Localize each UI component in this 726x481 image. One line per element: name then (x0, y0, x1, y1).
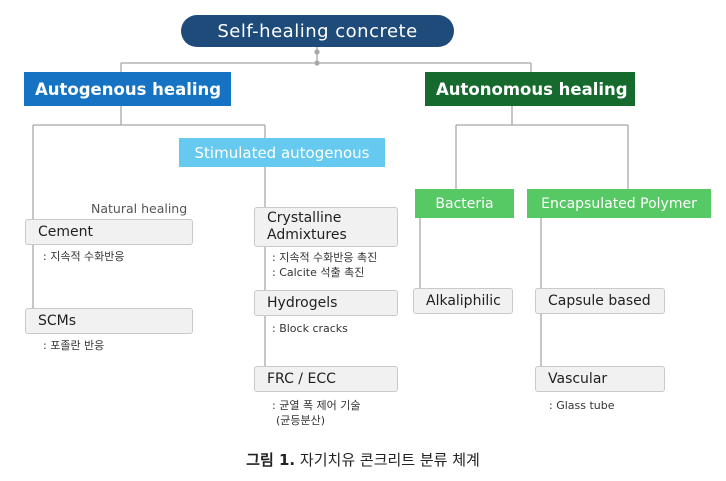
hydrogels-label: Hydrogels (267, 295, 338, 311)
frc-ecc-label: FRC / ECC (267, 371, 336, 387)
root-node: Self-healing concrete (181, 15, 454, 47)
scms-note: : 포졸란 반응 (43, 339, 105, 352)
capsule-based-label: Capsule based (548, 293, 651, 309)
vascular-label: Vascular (548, 371, 608, 387)
vascular-node: Vascular (535, 366, 665, 392)
autogenous-healing-label: Autogenous healing (35, 79, 222, 99)
autonomous-healing-label: Autonomous healing (436, 79, 628, 99)
root-label: Self-healing concrete (217, 20, 418, 42)
vascular-note: : Glass tube (549, 399, 615, 412)
frc-note-1: : 균열 폭 제어 기술 (272, 399, 361, 412)
caption-text: 자기치유 콘크리트 분류 체계 (299, 451, 480, 469)
encapsulated-polymer-label: Encapsulated Polymer (541, 195, 697, 212)
crystalline-label-line2: Admixtures (267, 227, 347, 243)
cement-node: Cement (25, 219, 193, 245)
alkaliphilic-label: Alkaliphilic (426, 293, 501, 309)
stimulated-autogenous-node: Stimulated autogenous (179, 138, 385, 167)
autogenous-healing-node: Autogenous healing (24, 72, 231, 106)
autonomous-healing-node: Autonomous healing (425, 72, 635, 106)
bacteria-node: Bacteria (415, 189, 514, 218)
frc-ecc-node: FRC / ECC (254, 366, 398, 392)
crystalline-label-line1: Crystalline (267, 210, 342, 226)
scms-label: SCMs (38, 313, 77, 329)
hydrogels-node: Hydrogels (254, 290, 398, 316)
cement-note: : 지속적 수화반응 (43, 250, 125, 263)
figure-caption: 그림 1. 자기치유 콘크리트 분류 체계 (0, 449, 726, 470)
scms-node: SCMs (25, 308, 193, 334)
stimulated-autogenous-label: Stimulated autogenous (194, 143, 370, 162)
capsule-based-node: Capsule based (535, 288, 665, 314)
caption-prefix: 그림 1. (246, 451, 296, 469)
crystalline-note-1: : 지속적 수화반응 촉진 (272, 251, 378, 264)
natural-healing-label: Natural healing (91, 201, 188, 216)
alkaliphilic-node: Alkaliphilic (413, 288, 513, 314)
bacteria-label: Bacteria (435, 195, 494, 212)
cement-label: Cement (38, 224, 94, 240)
encapsulated-polymer-node: Encapsulated Polymer (527, 189, 711, 218)
crystalline-admixtures-node: Crystalline Admixtures (254, 207, 398, 247)
crystalline-note-2: : Calcite 석출 촉진 (272, 266, 365, 279)
frc-note-2: (균등분산) (276, 414, 326, 427)
hydrogels-note: : Block cracks (272, 322, 348, 335)
